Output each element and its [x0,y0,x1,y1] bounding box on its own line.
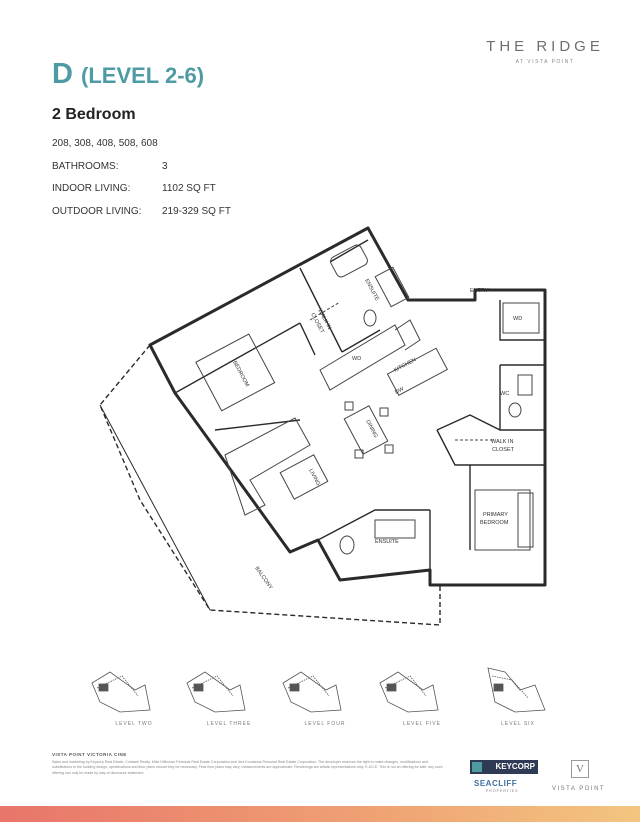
plan-type: 2 Bedroom [52,106,136,123]
label-primary-bedroom: BEDROOM [480,520,509,526]
seacliff-subtitle: PROPERTIES [486,789,519,793]
keyplan-level-three [186,671,246,713]
keyplan-level-two [91,671,151,713]
disclaimer-title: VISTA POINT VICTORIA CINE [52,752,127,757]
seacliff-logo: SEACLIFF [474,779,518,788]
label-ensuite-bottom: ENSUITE [375,539,399,545]
keyplan-label: LEVEL THREE [206,721,252,727]
keyplan-label: LEVEL SIX [501,721,535,727]
spec-bathrooms: BATHROOMS: 3 [52,161,168,172]
spec-label: BATHROOMS: [52,161,119,172]
keyplan-label: LEVEL FIVE [403,721,441,727]
spec-value: 219-329 SQ FT [162,206,231,217]
label-living: LIVING [307,468,321,487]
label-entry: ENTRY [470,288,489,294]
brand-subtitle: AT VISTA POINT [515,59,575,65]
label-wd-top: WD [513,316,522,322]
vista-point-logo: VISTA POINT [552,786,606,792]
keycorp-name: KEYCORP [495,762,535,771]
spec-label: INDOOR LIVING: [52,183,131,194]
spec-label: OUTDOOR LIVING: [52,206,142,217]
keyplan-label: LEVEL TWO [115,721,153,727]
keyplan-level-five [379,671,439,713]
keycorp-mark-icon [472,762,482,772]
plan-levels: (LEVEL 2-6) [81,63,205,88]
plan-code: D [52,58,73,90]
label-wd-mid: WD [352,356,361,362]
label-bedroom: BEDROOM [231,360,250,388]
plan-title: D (LEVEL 2-6) [52,58,204,91]
spec-value: 3 [162,161,168,172]
brand-name: THE RIDGE [486,38,604,55]
keyplan-level-six [487,667,546,713]
label-walk-in-closet-b: CLOSET [492,447,515,453]
spec-outdoor-living: OUTDOOR LIVING: 219-329 SQ FT [52,206,231,217]
keycorp-logo: KEYCORP [470,760,538,774]
spec-indoor-living: INDOOR LIVING: 1102 SQ FT [52,183,216,194]
vista-point-mark-icon: V [571,760,589,778]
spec-value: 1102 SQ FT [162,183,216,194]
label-wc: WC [500,391,509,397]
keyplan-label: LEVEL FOUR [304,721,346,727]
disclaimer-text: Sales and marketing by Keycorp Real Esta… [52,760,443,775]
footer-gradient-bar [0,806,640,822]
unit-numbers: 208, 308, 408, 508, 608 [52,138,158,149]
label-dining: DINING [364,419,378,439]
label-walk-in-closet-a: WALK IN [491,439,513,445]
label-balcony: BALCONY [253,566,273,591]
label-dw: DW [394,386,406,396]
label-kitchen: KITCHEN [393,357,417,374]
label-primary: PRIMARY [483,512,508,518]
brand-logo: THE RIDGE AT VISTA POINT [470,38,620,65]
keyplan-level-four [282,671,342,713]
